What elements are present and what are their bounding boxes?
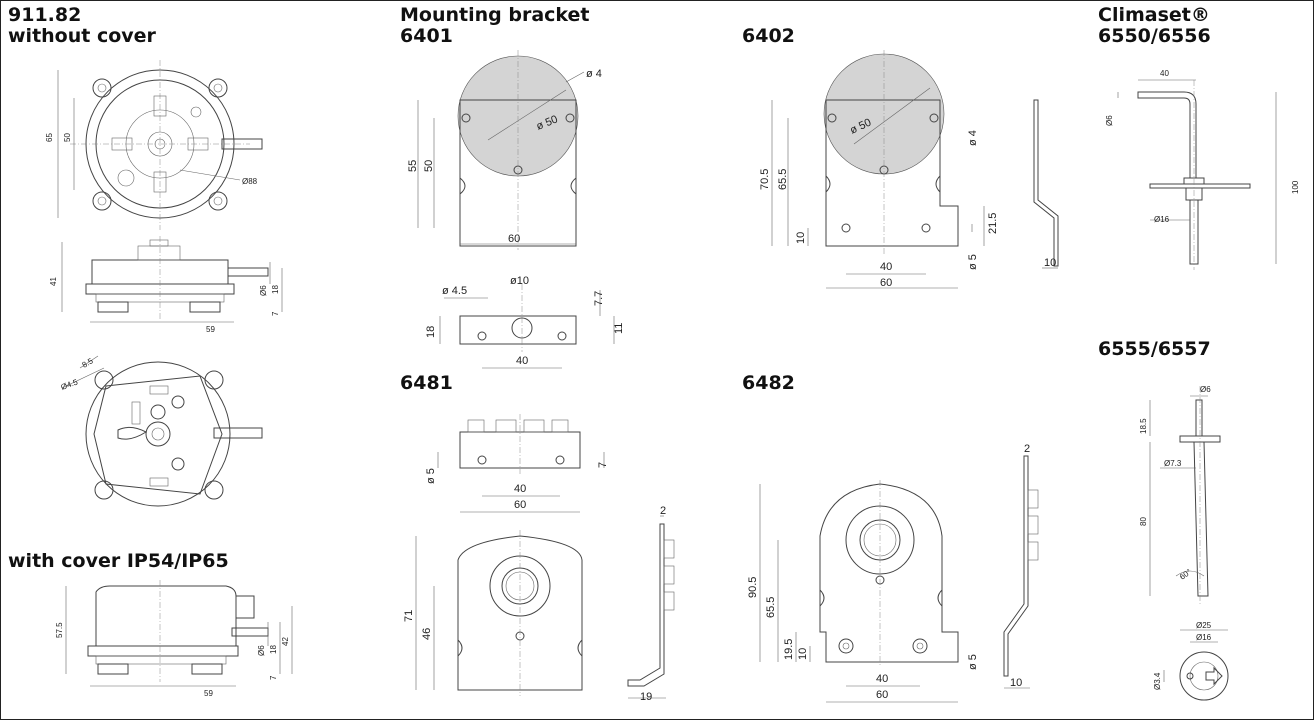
title-without-cover: without cover	[8, 25, 156, 47]
dim-6482-side-10: 10	[1010, 677, 1022, 689]
dim-6401-50: 50	[423, 160, 435, 172]
dim-6402-d4: ø 4	[967, 130, 979, 146]
dim-6402-40: 40	[880, 261, 892, 273]
dim-6482-19-5: 19.5	[783, 639, 795, 660]
bracket-6482-front	[759, 480, 959, 703]
dim-6482-65-5: 65.5	[765, 597, 777, 618]
bracket-6401-front	[417, 50, 585, 250]
dim-c1-d16: Ø16	[1154, 215, 1170, 224]
dim-7-a: 7	[271, 311, 280, 316]
dim-6482-90-5: 90.5	[747, 577, 759, 598]
dim-6401-18: 18	[425, 326, 437, 338]
switch-bottom-view	[61, 355, 263, 507]
bracket-6481-side	[627, 515, 675, 699]
switch-with-cover-view	[65, 580, 293, 687]
dim-18-b: 18	[269, 645, 278, 654]
climaset-6550-view	[1117, 79, 1277, 270]
bracket-6401-bottom	[439, 284, 615, 369]
dim-57-5: 57.5	[55, 622, 64, 638]
dim-65: 65	[45, 133, 54, 142]
dim-6402-10: 10	[795, 232, 807, 244]
dim-6402-60: 60	[880, 277, 892, 289]
dim-6401-7-7: 7.7	[593, 291, 605, 306]
title-911-82: 911.82	[8, 4, 82, 26]
dim-d6-b: Ø6	[257, 645, 266, 656]
climaset-6555-bottom	[1163, 629, 1229, 701]
dim-6401-d4: ø 4	[586, 68, 602, 80]
dim-c1-100: 100	[1291, 180, 1300, 194]
title-6550-6556: 6550/6556	[1098, 25, 1211, 47]
dim-c1-d6: Ø6	[1105, 115, 1114, 126]
climaset-6555-view	[1149, 386, 1221, 606]
dim-d6-a: Ø6	[259, 285, 268, 296]
dim-6482-10: 10	[797, 648, 809, 660]
dim-c2-d25: Ø25	[1196, 621, 1212, 630]
dim-59-b: 59	[204, 689, 213, 698]
bracket-6402-side	[1033, 99, 1059, 269]
dim-6481-46: 46	[421, 628, 433, 640]
dim-c1-40: 40	[1160, 69, 1169, 78]
bracket-6402-front	[771, 50, 985, 289]
bracket-6482-side	[1003, 455, 1039, 689]
dim-6482-2: 2	[1024, 443, 1030, 455]
dim-50: 50	[63, 133, 72, 142]
title-with-cover: with cover IP54/IP65	[8, 550, 229, 572]
switch-top-view	[57, 60, 263, 230]
dim-8-5: 8.5	[81, 356, 96, 370]
title-6401: 6401	[400, 25, 453, 47]
dim-6402-side-10: 10	[1044, 257, 1056, 269]
dim-6481-40: 40	[514, 483, 526, 495]
dim-6481-d5: ø 5	[425, 468, 437, 484]
dim-c2-d7-3: Ø7.3	[1164, 459, 1182, 468]
dim-41: 41	[49, 277, 58, 286]
dim-59-a: 59	[206, 325, 215, 334]
dim-6481-71: 71	[403, 610, 415, 622]
title-mounting-bracket: Mounting bracket	[400, 4, 590, 26]
title-6402: 6402	[742, 25, 795, 47]
dim-6401-11: 11	[613, 323, 625, 334]
dim-6481-19: 19	[640, 691, 652, 703]
dim-6402-65-5: 65.5	[777, 169, 789, 190]
dim-c2-d16: Ø16	[1196, 633, 1212, 642]
dim-c2-80: 80	[1139, 517, 1148, 526]
dim-d88: Ø88	[242, 177, 258, 186]
dim-c2-60deg: 60°	[1178, 567, 1193, 581]
dim-6401-d4-5: ø 4.5	[442, 285, 467, 297]
title-6481: 6481	[400, 372, 453, 394]
switch-side-view	[61, 236, 283, 323]
dim-6482-d5: ø 5	[967, 654, 979, 670]
dim-18-a: 18	[271, 285, 280, 294]
dim-42: 42	[281, 637, 290, 646]
title-climaset: Climaset®	[1098, 4, 1210, 26]
dim-6401-d10: ø10	[510, 275, 529, 287]
dim-6481-60: 60	[514, 499, 526, 511]
dim-c2-18-5: 18.5	[1139, 418, 1148, 434]
title-6555-6557: 6555/6557	[1098, 338, 1211, 360]
dim-d4-5: Ø4.5	[60, 377, 80, 392]
bracket-6481-front	[415, 530, 583, 696]
dim-6482-60: 60	[876, 689, 888, 701]
dim-6481-7: 7	[597, 462, 609, 468]
dim-c2-d6: Ø6	[1200, 385, 1211, 394]
dim-6401-55: 55	[407, 160, 419, 172]
bracket-6481-top	[437, 414, 605, 513]
dim-6401-60: 60	[508, 233, 520, 245]
dim-6402-70-5: 70.5	[759, 169, 771, 190]
dim-c2-d3-4: Ø3.4	[1153, 672, 1162, 690]
dim-6481-2: 2	[660, 505, 666, 517]
dim-6402-d5: ø 5	[967, 254, 979, 270]
title-6482: 6482	[742, 372, 795, 394]
dim-6401-40: 40	[516, 355, 528, 367]
dim-6482-40: 40	[876, 673, 888, 685]
dim-7-b: 7	[269, 675, 278, 680]
dim-6402-21-5: 21.5	[987, 213, 999, 234]
